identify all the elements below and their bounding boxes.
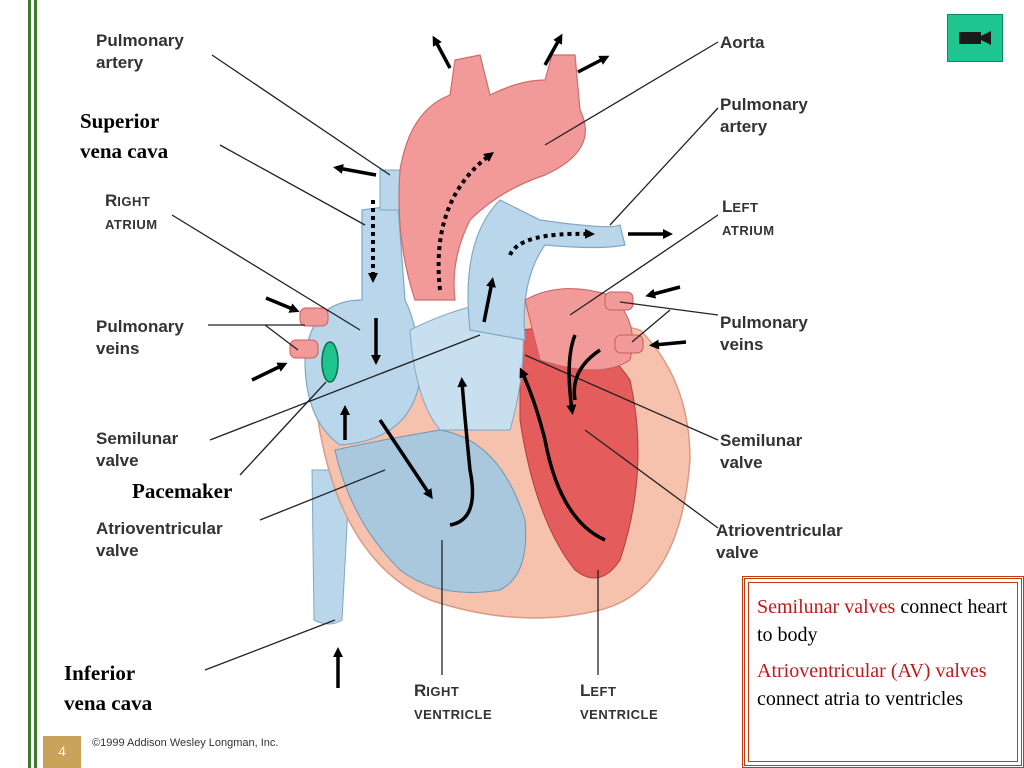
pacemaker-node	[321, 341, 339, 383]
note-av: Atrioventricular (AV) valves connect atr…	[757, 660, 987, 710]
pulmonary-vein-right-lower	[614, 334, 644, 354]
aorta-shape	[398, 54, 586, 301]
note-semilunar: Semilunar valves connect heart to body	[757, 596, 1008, 646]
valve-note-box: Semilunar valves connect heart to body A…	[742, 576, 1024, 768]
pulmonary-vein-left-lower	[289, 339, 319, 359]
label-right-ventricle: RIGHT VENTRICLE	[414, 681, 493, 722]
label-left-atrium: LEFT ATRIUM	[722, 197, 775, 238]
inferior-vena-cava-shape	[311, 469, 351, 625]
label-pacemaker: Pacemaker	[132, 479, 233, 503]
frame-border-outer	[28, 0, 31, 768]
flow-arrows	[251, 33, 687, 688]
frame-border-inner	[34, 0, 37, 768]
pulmonary-vein-left-upper	[299, 307, 329, 327]
label-aorta: Aorta	[720, 33, 765, 52]
camera-icon	[959, 31, 991, 45]
pulmonary-vein-right-upper	[604, 291, 634, 311]
label-right-atrium: RIGHT ATRIUM	[105, 191, 158, 232]
leader-lines	[171, 41, 719, 675]
page-number: 4	[43, 736, 81, 768]
label-left-ventricle: LEFT VENTRICLE	[580, 681, 659, 722]
dotted-flow-arrows	[368, 151, 595, 291]
movie-button[interactable]	[947, 14, 1003, 62]
copyright-text: ©1999 Addison Wesley Longman, Inc.	[92, 737, 279, 749]
left-atrium-shape	[524, 288, 633, 371]
